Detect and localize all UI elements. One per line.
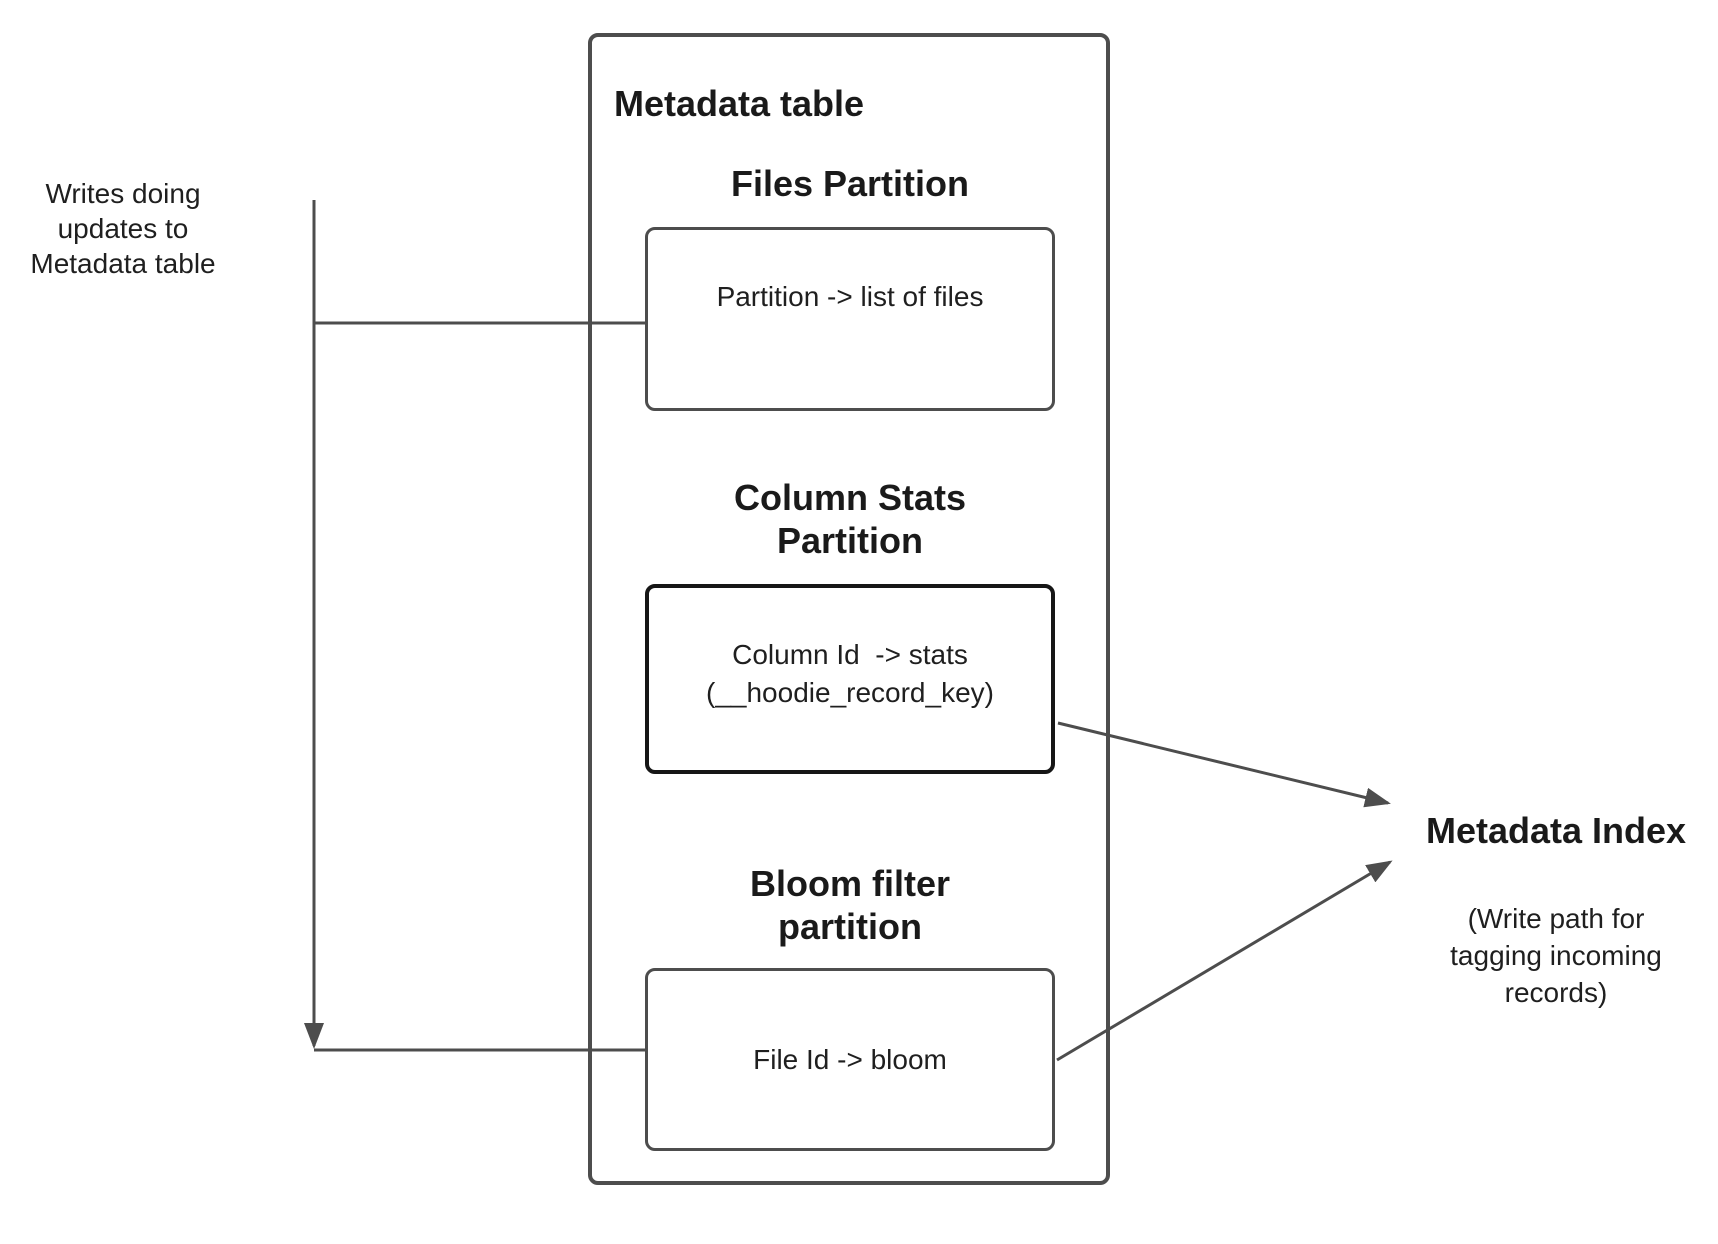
column-stats-partition-box: Column Id -> stats (__hoodie_record_key) <box>645 584 1055 774</box>
metadata-index-title: Metadata Index <box>1425 810 1687 851</box>
column-stats-partition-heading: Column Stats Partition <box>733 477 966 561</box>
writes-updates-label: Writes doing updates to Metadata table <box>30 178 216 279</box>
column-stats-partition-body: Column Id -> stats (__hoodie_record_key) <box>706 639 994 708</box>
bloom-filter-partition-heading: Bloom filter partition <box>749 863 950 947</box>
bloom-filter-partition-box: File Id -> bloom <box>645 968 1055 1151</box>
metadata-table-title: Metadata table <box>614 83 865 124</box>
metadata-table-box <box>588 33 1110 1185</box>
files-partition-body: Partition -> list of files <box>716 281 984 312</box>
files-partition-box: Partition -> list of files <box>645 227 1055 411</box>
bloom-filter-partition-body: File Id -> bloom <box>753 1043 947 1075</box>
metadata-index-subtitle: (Write path for tagging incoming records… <box>1450 903 1662 1008</box>
files-partition-heading: Files Partition <box>730 163 970 204</box>
